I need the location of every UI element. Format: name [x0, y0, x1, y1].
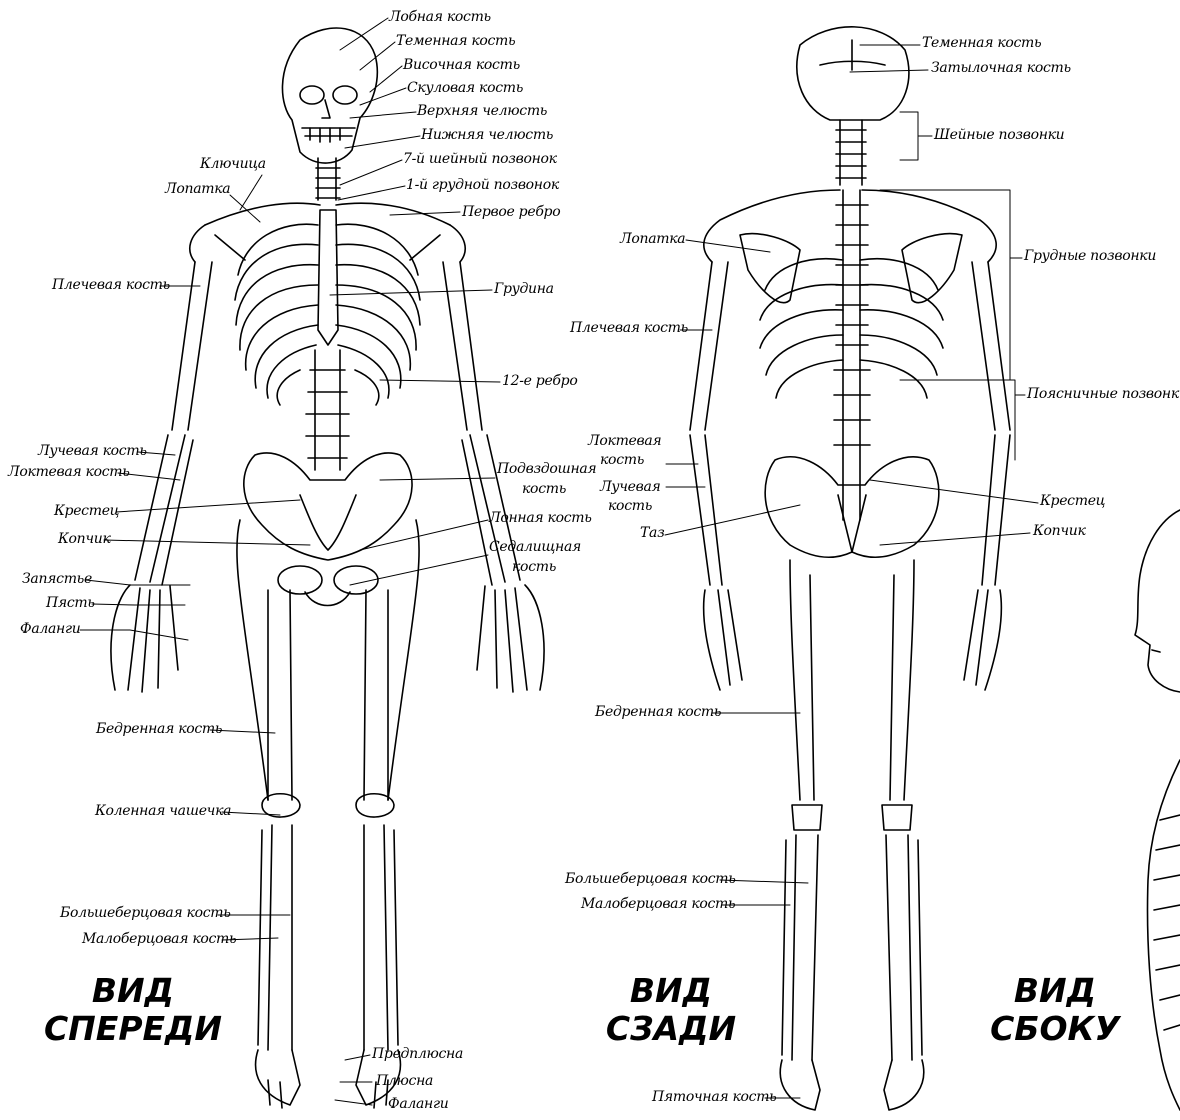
- label-radius-back-line2: кость: [608, 499, 652, 514]
- label-phalanges-hand: Фаланги: [20, 622, 80, 637]
- label-radius-front: Лучевая кость: [38, 444, 147, 459]
- label-femur-front: Бедренная кость: [96, 722, 222, 737]
- label-humerus-front: Плечевая кость: [52, 278, 170, 293]
- label-femur-back: Бедренная кость: [595, 705, 721, 720]
- title-back-view: ВИД СЗАДИ: [571, 972, 771, 1048]
- label-coccyx-front: Копчик: [58, 532, 111, 547]
- label-patella: Коленная чашечка: [95, 804, 231, 819]
- label-pubis: Лонная кость: [489, 511, 592, 526]
- title-front-line1: ВИД: [33, 972, 233, 1010]
- label-maxilla: Верхняя челюсть: [417, 104, 547, 119]
- label-ulna-front: Локтевая кость: [8, 465, 130, 480]
- label-tibia-front: Большеберцовая кость: [60, 906, 231, 921]
- label-ulna-back-line2: кость: [600, 453, 644, 468]
- label-humerus-back: Плечевая кость: [570, 321, 688, 336]
- label-scapula-back: Лопатка: [620, 232, 685, 247]
- label-frontal-bone: Лобная кость: [389, 10, 491, 25]
- label-calcaneus: Пяточная кость: [652, 1090, 777, 1105]
- label-t1-vertebra: 1-й грудной позвонок: [406, 178, 559, 193]
- title-side-line1: ВИД: [955, 972, 1155, 1010]
- label-fibula-front: Малоберцовая кость: [82, 932, 236, 947]
- back-skeleton: [690, 27, 1010, 1110]
- label-tibia-back: Большеберцовая кость: [565, 872, 736, 887]
- label-clavicle: Ключица: [200, 157, 266, 172]
- label-first-rib: Первое ребро: [462, 205, 560, 220]
- label-ischium-line2: кость: [512, 560, 556, 575]
- label-ischium-line1: Седалищная: [489, 540, 581, 555]
- title-side-line2: СБОКУ: [955, 1010, 1155, 1048]
- label-parietal-bone: Теменная кость: [396, 34, 515, 49]
- label-rib12: 12-е ребро: [502, 374, 577, 389]
- label-carpus: Запястье: [22, 572, 92, 587]
- label-metatarsus: Плюсна: [376, 1074, 433, 1089]
- label-radius-back-line1: Лучевая: [600, 480, 660, 495]
- title-side-view: ВИД СБОКУ: [955, 972, 1155, 1048]
- label-parietal-back: Теменная кость: [922, 36, 1041, 51]
- title-front-line2: СПЕРЕДИ: [33, 1010, 233, 1048]
- label-sacrum-back: Крестец: [1040, 494, 1105, 509]
- label-c7-vertebra: 7-й шейный позвонок: [403, 152, 557, 167]
- label-pelvis: Таз: [640, 526, 664, 541]
- label-thoracic-vertebrae: Грудные позвонки: [1024, 249, 1156, 264]
- label-mandible: Нижняя челюсть: [421, 128, 553, 143]
- label-fibula-back: Малоберцовая кость: [581, 897, 735, 912]
- label-occipital: Затылочная кость: [931, 61, 1071, 76]
- label-sacrum-front: Крестец: [54, 504, 119, 519]
- title-back-line1: ВИД: [571, 972, 771, 1010]
- label-sternum: Грудина: [494, 282, 554, 297]
- label-scapula-front: Лопатка: [165, 182, 230, 197]
- label-temporal-bone: Височная кость: [403, 58, 520, 73]
- label-metacarpus: Пясть: [46, 596, 95, 611]
- label-zygomatic-bone: Скуловая кость: [407, 81, 523, 96]
- label-phalanges-foot: Фаланги: [388, 1097, 448, 1112]
- label-cervical-vertebrae: Шейные позвонки: [934, 128, 1064, 143]
- title-back-line2: СЗАДИ: [571, 1010, 771, 1048]
- title-front-view: ВИД СПЕРЕДИ: [33, 972, 233, 1048]
- label-coccyx-back: Копчик: [1033, 524, 1086, 539]
- label-ulna-back-line1: Локтевая: [588, 434, 661, 449]
- label-lumbar-vertebrae: Поясничные позвонки: [1027, 387, 1180, 402]
- label-ilium-line1: Подвздошная: [497, 462, 596, 477]
- label-tarsus: Предплюсна: [372, 1047, 463, 1062]
- label-ilium-line2: кость: [522, 482, 566, 497]
